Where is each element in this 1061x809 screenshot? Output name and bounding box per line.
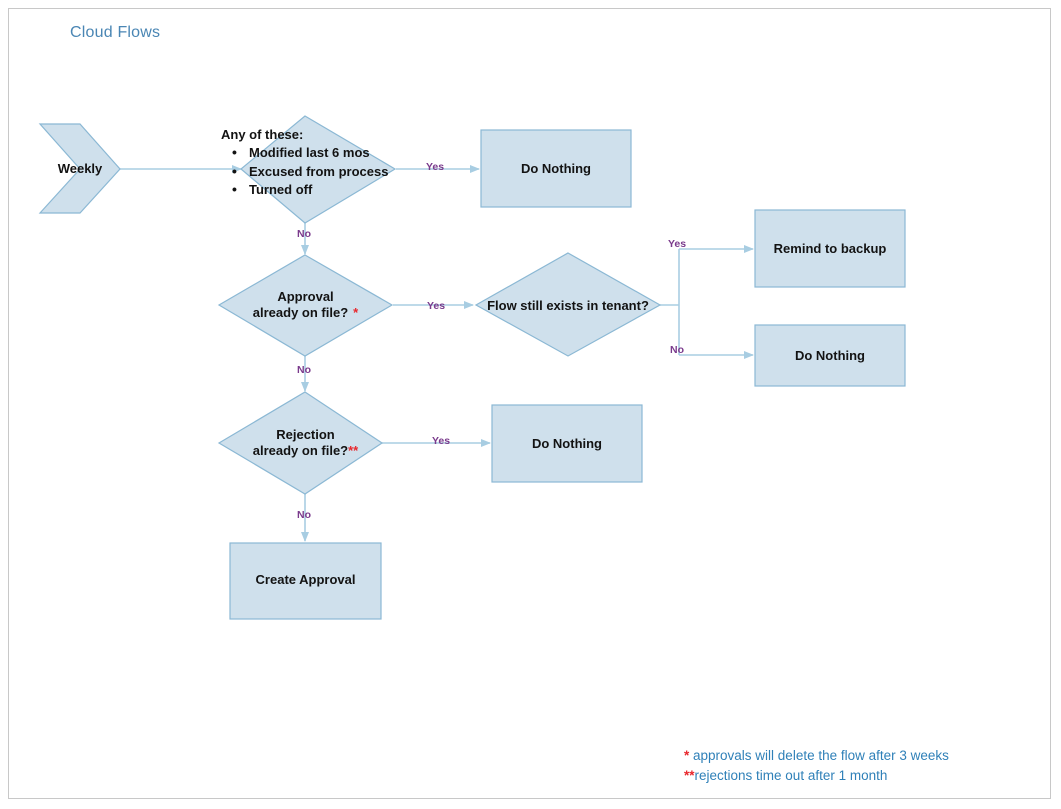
footnote-two-text: rejections time out after 1 month [694,768,888,784]
node-do-nothing-2[interactable] [754,324,906,387]
node-create-approval[interactable] [229,542,382,620]
node-rejection-decision[interactable] [217,391,384,495]
edge-label-criteria-yes: Yes [426,161,445,173]
edge-label-rejection-yes: Yes [432,435,451,447]
footnote-two: **rejections time out after 1 month [684,766,949,786]
footnote-one: * approvals will delete the flow after 3… [684,746,949,766]
footnote-two-marker: ** [684,768,695,784]
node-label-criteria-decision: Any of these: Modified last 6 mos Excuse… [221,126,451,201]
footnote-one-text: approvals will delete the flow after 3 w… [689,748,949,763]
criteria-heading: Any of these: [221,127,304,142]
list-item: Modified last 6 mos [221,143,451,163]
node-remind-to-backup[interactable] [754,209,906,288]
list-item: Excused from process [221,162,451,182]
criteria-bullet-list: Modified last 6 mos Excused from process… [221,143,451,200]
node-start-weekly[interactable] [38,123,121,214]
edge-label-approval-yes: Yes [427,300,446,312]
edge-label-rejection-no: No [297,509,311,521]
edge-label-approval-no: No [297,364,311,376]
page-title: Cloud Flows [70,24,161,41]
node-do-nothing-1[interactable] [480,129,632,208]
node-flow-exists-decision[interactable] [474,252,662,357]
edge-label-criteria-no: No [297,228,311,240]
edge-label-flow-exists-no: No [670,344,684,356]
node-approval-decision[interactable] [217,254,394,357]
list-item: Turned off [221,180,451,200]
footnotes: * approvals will delete the flow after 3… [684,746,949,787]
edge-label-flow-exists-yes: Yes [668,238,687,250]
footnote-one-marker: * [684,748,690,763]
node-do-nothing-3[interactable] [491,404,643,483]
